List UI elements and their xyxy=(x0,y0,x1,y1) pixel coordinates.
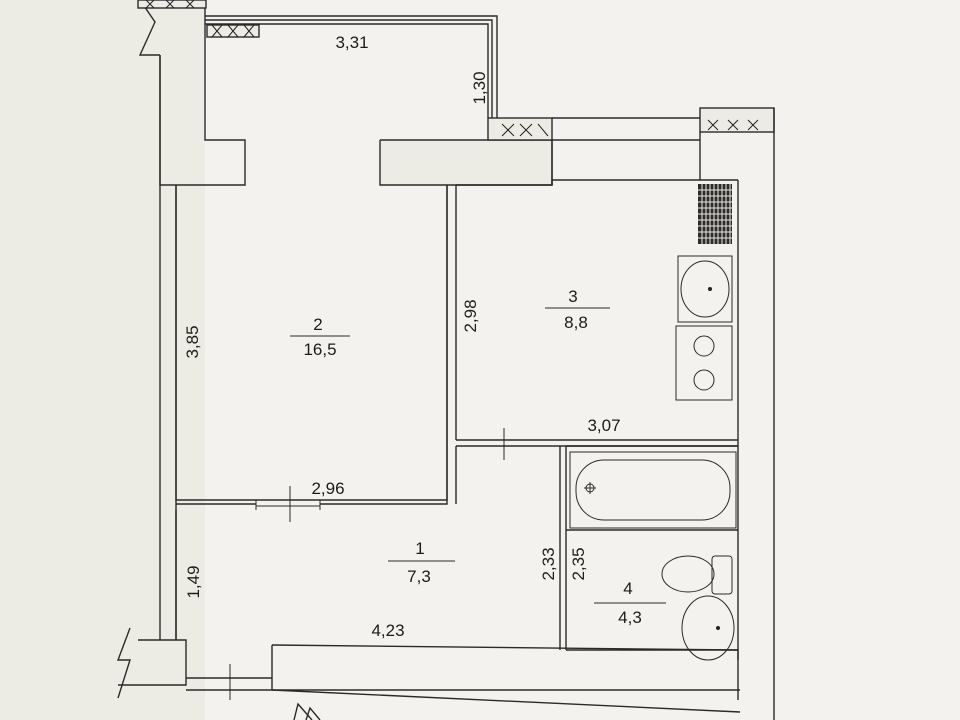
room2-top-wall xyxy=(379,117,700,186)
room-2-area: 16,5 xyxy=(303,340,336,359)
dimension-room1-height: 1,49 xyxy=(184,565,203,598)
bathtub-icon xyxy=(569,451,737,529)
dimension-balcony-depth: 1,30 xyxy=(470,71,489,104)
stove-icon xyxy=(675,325,733,401)
dimension-bath-height-a: 2,33 xyxy=(539,547,558,580)
room-4-number: 4 xyxy=(623,579,632,598)
room-4 xyxy=(566,445,738,661)
dimension-room2-width: 2,96 xyxy=(311,479,344,498)
dimension-room2-height: 3,85 xyxy=(183,325,202,358)
room-1-area: 7,3 xyxy=(407,567,431,586)
dimension-top-width: 3,31 xyxy=(335,33,368,52)
room-2-number: 2 xyxy=(313,315,322,334)
right-exterior-wall xyxy=(699,107,775,720)
room-3-number: 3 xyxy=(568,287,577,306)
dimension-room3-width: 3,07 xyxy=(587,416,620,435)
room-3-area: 8,8 xyxy=(564,313,588,332)
room-1-number: 1 xyxy=(415,539,424,558)
sink-icon xyxy=(677,255,733,323)
paper-page xyxy=(205,0,960,720)
dimension-room3-height: 2,98 xyxy=(461,299,480,332)
dimension-room1-width: 4,23 xyxy=(371,621,404,640)
balcony-wall xyxy=(205,15,498,118)
sink-icon xyxy=(681,595,735,661)
room-2 xyxy=(175,185,457,522)
dimension-bath-height-b: 2,35 xyxy=(569,547,588,580)
ventilation-grid-icon xyxy=(698,184,732,244)
toilet-icon xyxy=(661,555,733,595)
room-4-area: 4,3 xyxy=(618,608,642,627)
